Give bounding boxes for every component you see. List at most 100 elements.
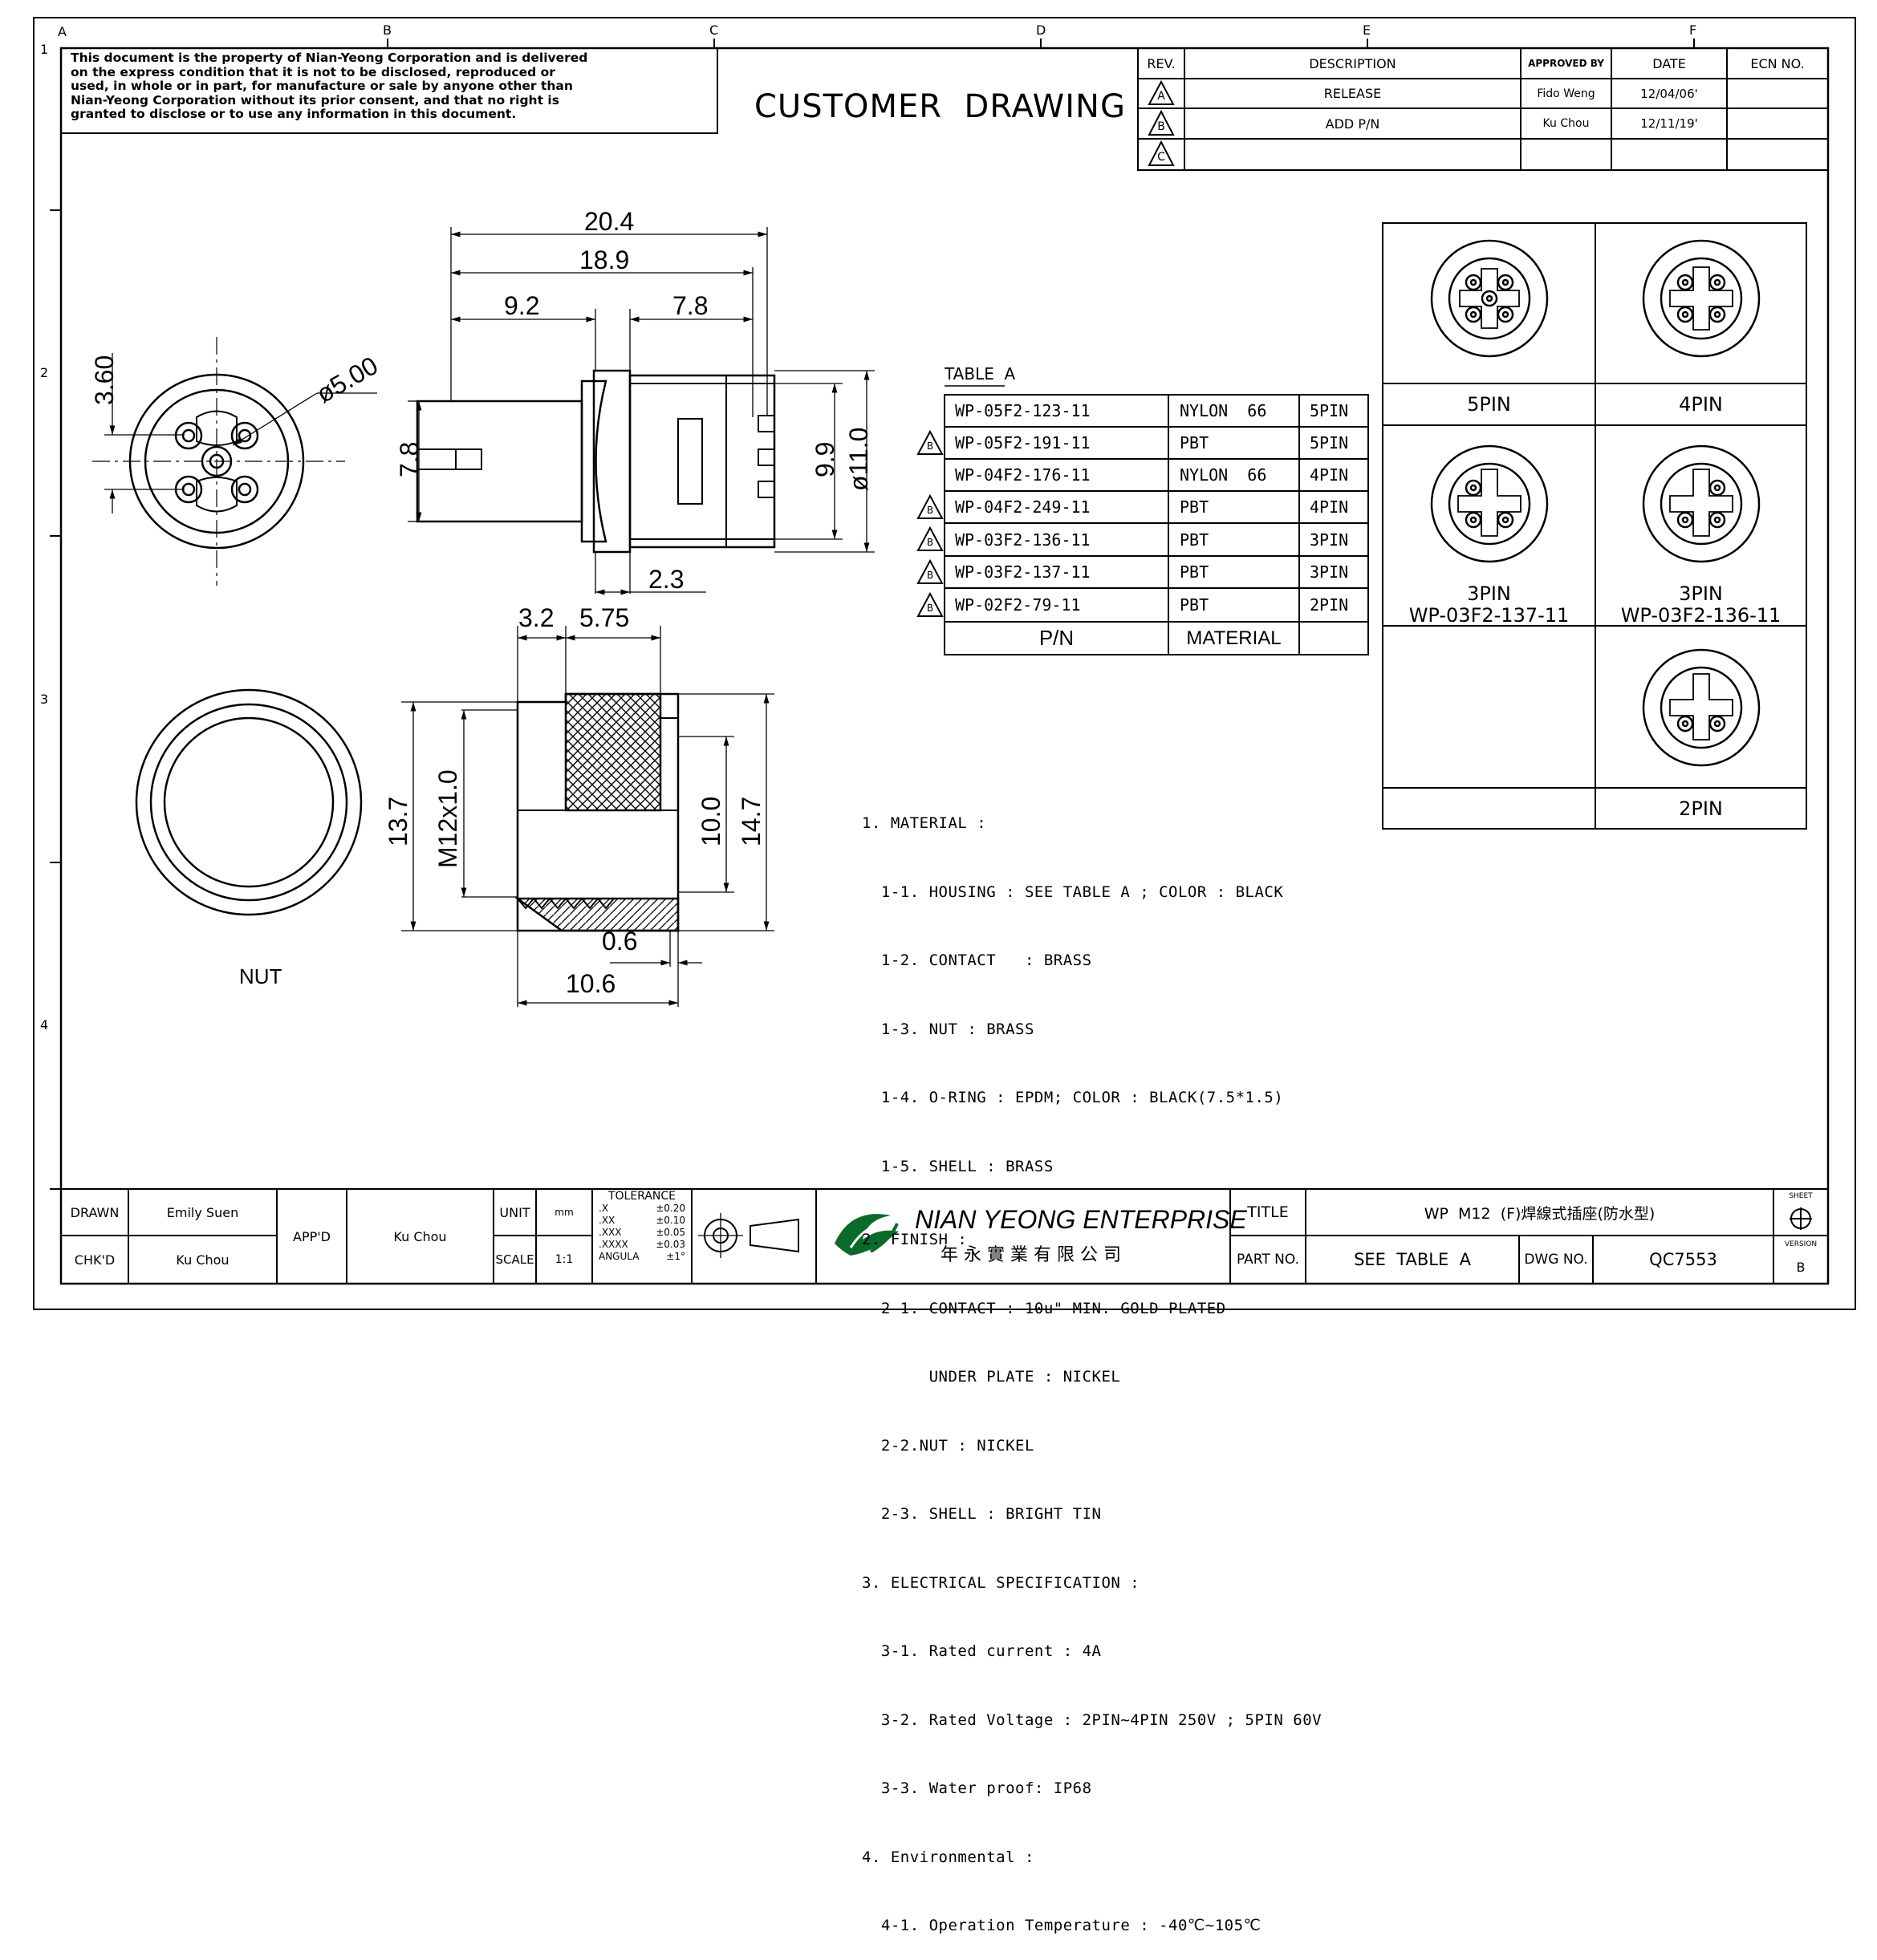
notice-line: on the express condition that it is not … <box>71 64 555 79</box>
row-label-4: 4 <box>40 1017 49 1033</box>
table-a-material: NYLON 66 <box>1180 465 1267 485</box>
tolerance-title: TOLERANCE <box>607 1190 676 1203</box>
tb-unit-value: mm <box>555 1207 574 1218</box>
rev-row-c-letter: C <box>1157 151 1165 164</box>
col-label-a: A <box>58 24 67 39</box>
notice-line: granted to disclose or to use any inform… <box>71 107 517 121</box>
pin-label-3pin-b: 3PIN <box>1679 582 1723 605</box>
dim-14-7: 14.7 <box>737 796 766 846</box>
notice-line: This document is the property of Nian-Ye… <box>71 51 588 65</box>
tb-drawn-label: DRAWN <box>70 1204 120 1220</box>
dim-2-3: 2.3 <box>648 565 685 594</box>
note-line: 3. ELECTRICAL SPECIFICATION : <box>862 1573 1140 1592</box>
table-a-pn: WP-05F2-123-11 <box>955 401 1091 420</box>
tb-scale-label: SCALE <box>495 1252 534 1267</box>
tol-val: ±0.05 <box>656 1227 685 1238</box>
pin-label-3pin-a-pn: WP-03F2-137-11 <box>1408 604 1570 627</box>
table-a-rev: B <box>926 570 934 581</box>
table-a-pins: 3PIN <box>1310 530 1349 550</box>
face-5pin <box>1430 239 1549 358</box>
face-2pin <box>1642 648 1761 767</box>
note-line: 2. FINISH : <box>862 1231 968 1248</box>
row-label-1: 1 <box>40 42 49 57</box>
note-line: 2-1. CONTACT : 10u" MIN. GOLD PLATED <box>862 1299 1226 1317</box>
table-a-pn: WP-05F2-191-11 <box>955 433 1091 452</box>
pin-label-3pin-b-pn: WP-03F2-136-11 <box>1620 604 1782 627</box>
tol-key: ANGULA <box>599 1251 640 1262</box>
rev-row-a-description: RELEASE <box>1323 86 1382 101</box>
pin-label-3pin-a: 3PIN <box>1467 582 1511 605</box>
face-4pin <box>1642 239 1761 358</box>
pin-label-5pin: 5PIN <box>1467 393 1511 416</box>
table-a-title: TABLE A <box>945 364 1016 383</box>
table-a-rev: B <box>926 440 934 452</box>
table-a-material: PBT <box>1180 562 1209 582</box>
table-a-pins: 3PIN <box>1310 562 1349 582</box>
tol-key: .XXX <box>599 1227 622 1238</box>
col-label-b: B <box>383 22 392 38</box>
note-line: 1. MATERIAL : <box>862 814 987 832</box>
tol-val: ±0.10 <box>656 1215 685 1226</box>
dim-13-7: 13.7 <box>384 796 412 846</box>
col-label-f: F <box>1689 22 1697 38</box>
table-a-pn: WP-04F2-249-11 <box>955 497 1091 517</box>
tol-val: ±0.20 <box>656 1203 685 1214</box>
table-a-grid <box>944 385 1369 655</box>
table-a-material: PBT <box>1180 595 1209 615</box>
notice-line: Nian-Yeong Corporation without its prior… <box>71 92 559 108</box>
revision-table-grid <box>1137 47 1829 171</box>
sheet-symbol <box>1790 1207 1812 1230</box>
dim-10-0: 10.0 <box>697 796 725 846</box>
table-a-material: NYLON 66 <box>1180 401 1267 420</box>
rev-row-b-date: 12/11/19' <box>1640 116 1698 131</box>
tb-unit-label: UNIT <box>499 1204 530 1220</box>
note-line: 3-3. Water proof: IP68 <box>862 1779 1092 1797</box>
tb-drawn-value: Emily Suen <box>166 1204 239 1220</box>
tol-key: .XXXX <box>599 1239 628 1250</box>
tb-version-label: VERSION <box>1784 1240 1818 1248</box>
table-a-pn: WP-04F2-176-11 <box>955 465 1091 485</box>
notice-text: This document is the property of Nian-Ye… <box>71 51 713 122</box>
tb-title-label: TITLE <box>1247 1203 1289 1221</box>
dim-10-6: 10.6 <box>566 969 616 998</box>
pin-label-4pin: 4PIN <box>1679 393 1723 416</box>
tb-partno-value: SEE TABLE A <box>1354 1250 1471 1269</box>
tb-chkd-value: Ku Chou <box>176 1252 230 1268</box>
table-a-pins: 2PIN <box>1310 595 1349 615</box>
notes-block: 1. MATERIAL : 1-1. HOUSING : SEE TABLE A… <box>862 766 1322 1960</box>
table-a-rev: B <box>926 537 934 548</box>
tb-version-value: B <box>1796 1259 1806 1275</box>
rev-row-a-letter: A <box>1157 90 1165 103</box>
dim-5-75: 5.75 <box>579 603 630 632</box>
company-name-en: NIAN YEONG ENTERPRISE <box>915 1205 1247 1234</box>
rev-header-ecn: ECN NO. <box>1750 55 1805 71</box>
rev-row-b-letter: B <box>1157 120 1165 133</box>
table-a-rev: B <box>926 603 934 614</box>
tb-scale-value: 1:1 <box>555 1253 574 1266</box>
tb-dwgno-value: QC7553 <box>1649 1250 1717 1269</box>
company-logo <box>835 1214 899 1256</box>
company-name-cn: 年 永 實 業 有 限 公 司 <box>941 1245 1121 1265</box>
nut-label: NUT <box>239 964 282 988</box>
dim-7-8-side: 7.8 <box>395 441 424 477</box>
tol-key: .XX <box>599 1215 616 1226</box>
face-3pin-137 <box>1430 444 1549 563</box>
tol-key: .X <box>599 1203 609 1214</box>
pin-label-2pin: 2PIN <box>1679 797 1723 820</box>
dim-11-0: ø11.0 <box>844 427 873 491</box>
note-line: 1-4. O-RING : EPDM; COLOR : BLACK(7.5*1.… <box>862 1089 1284 1106</box>
col-label-c: C <box>709 22 719 38</box>
front-view <box>92 337 377 586</box>
tb-dwgno-label: DWG NO. <box>1524 1252 1588 1268</box>
table-a-pn: WP-03F2-136-11 <box>955 530 1091 550</box>
note-line: 3-1. Rated current : 4A <box>862 1642 1102 1660</box>
note-line: 4. Environmental : <box>862 1848 1034 1866</box>
rev-row-a-approved: Fido Weng <box>1537 87 1595 100</box>
face-3pin-136 <box>1642 444 1761 563</box>
rev-row-b-description: ADD P/N <box>1325 116 1380 132</box>
drawing-canvas <box>33 17 1856 1310</box>
note-line: 2-2.NUT : NICKEL <box>862 1436 1034 1455</box>
table-a-pins: 4PIN <box>1310 465 1349 485</box>
table-a-material: PBT <box>1180 433 1209 452</box>
rev-row-a-date: 12/04/06' <box>1640 86 1698 101</box>
